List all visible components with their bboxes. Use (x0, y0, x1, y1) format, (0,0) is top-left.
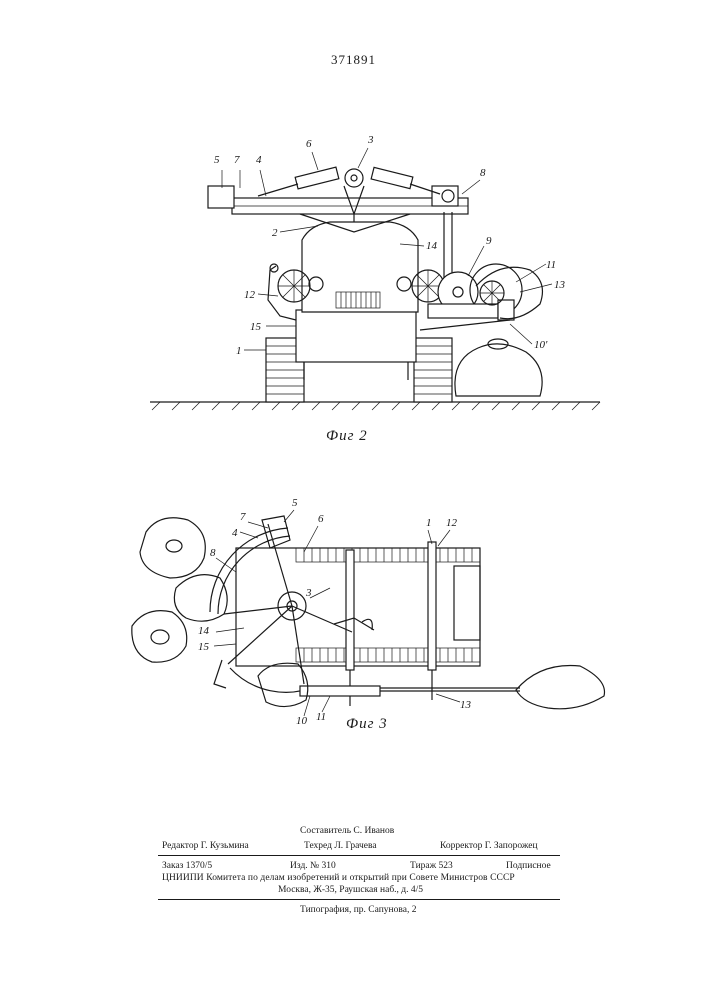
corrector-line: Корректор Г. Запорожец (440, 840, 538, 852)
svg-text:14: 14 (198, 625, 210, 637)
techred-line: Техред Л. Грачева (304, 840, 377, 852)
institute-line: ЦНИИПИ Комитета по делам изобретений и о… (162, 872, 515, 884)
address-line: Москва, Ж-35, Раушская наб., д. 4/5 (278, 884, 423, 896)
bale-right (516, 666, 605, 709)
order-number: Заказ 1370/5 (162, 860, 212, 872)
svg-text:5: 5 (292, 497, 298, 509)
edition-number: Изд. № 310 (290, 860, 336, 872)
svg-text:7: 7 (240, 511, 246, 523)
bar-12b (428, 542, 436, 670)
svg-text:4: 4 (232, 527, 238, 539)
bar-12a (346, 550, 354, 670)
svg-text:10: 10 (296, 715, 308, 727)
editor-line: Редактор Г. Кузьмина (162, 840, 249, 852)
svg-text:8: 8 (210, 547, 216, 559)
svg-text:11: 11 (316, 711, 326, 723)
compiler-line: Составитель С. Иванов (300, 825, 394, 837)
svg-text:15: 15 (198, 641, 210, 653)
conveyor-10-11 (300, 686, 520, 696)
imprint-divider-2 (158, 899, 560, 900)
svg-text:6: 6 (318, 513, 324, 525)
circulation: Тираж 523 (410, 860, 453, 872)
figure-3-caption: Фиг 3 (346, 716, 388, 733)
svg-text:12: 12 (446, 517, 458, 529)
subscription: Подписное (506, 860, 551, 872)
svg-text:1: 1 (426, 517, 432, 529)
svg-text:13: 13 (460, 699, 472, 711)
printing-line: Типография, пр. Сапунова, 2 (300, 904, 416, 916)
imprint-divider (158, 855, 560, 856)
figure-3-drawing: 5 7 4 6 8 3 14 15 1 12 10 11 13 (0, 0, 707, 780)
